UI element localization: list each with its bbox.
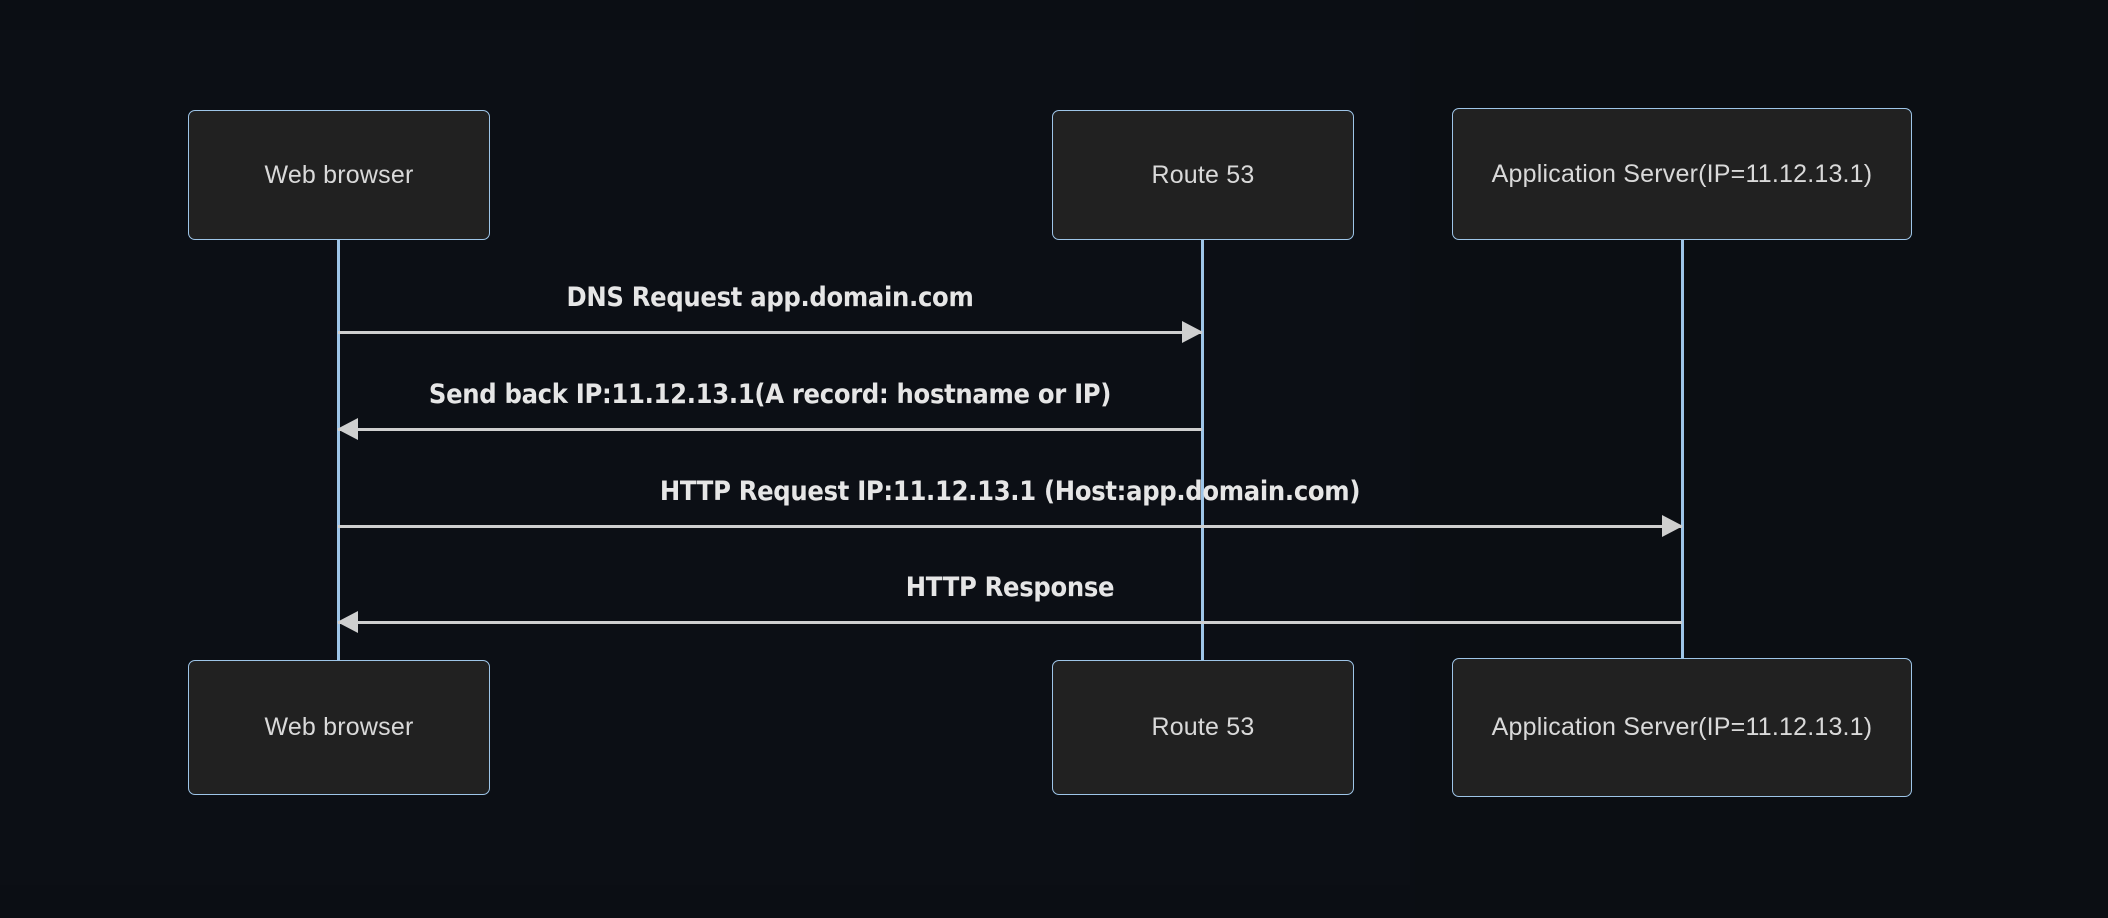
- participant-label-route53-top: Route 53: [1151, 160, 1255, 189]
- arrowhead-left-icon-2: [337, 418, 358, 440]
- participant-label-appserver-bottom: Application Server(IP=11.12.13.1): [1491, 713, 1873, 741]
- message-label-2: Send back IP:11.12.13.1(A record: hostna…: [428, 379, 1112, 410]
- message-label-4: HTTP Response: [905, 572, 1115, 603]
- participant-box-route53-bottom[interactable]: Route 53: [1052, 660, 1354, 795]
- message-label-1: DNS Request app.domain.com: [566, 282, 974, 313]
- participant-label-browser-top: Web browser: [264, 160, 414, 189]
- message-line-4: [338, 621, 1682, 624]
- lifeline-appserver: [1681, 240, 1684, 662]
- message-line-2: [338, 428, 1202, 431]
- participant-box-appserver-top[interactable]: Application Server(IP=11.12.13.1): [1452, 108, 1912, 240]
- participant-label-browser-bottom: Web browser: [264, 713, 414, 741]
- arrowhead-right-icon-3: [1662, 515, 1683, 537]
- message-line-1: [338, 331, 1202, 334]
- lifeline-browser: [337, 240, 340, 662]
- message-label-3: HTTP Request IP:11.12.13.1 (Host:app.dom…: [659, 476, 1361, 507]
- lifeline-route53: [1201, 240, 1204, 662]
- message-line-3: [338, 525, 1682, 528]
- participant-label-appserver-top: Application Server(IP=11.12.13.1): [1491, 159, 1873, 188]
- participant-box-route53-top[interactable]: Route 53: [1052, 110, 1354, 240]
- participant-label-route53-bottom: Route 53: [1151, 713, 1255, 741]
- participant-box-browser-bottom[interactable]: Web browser: [188, 660, 490, 795]
- participant-box-browser-top[interactable]: Web browser: [188, 110, 490, 240]
- participant-box-appserver-bottom[interactable]: Application Server(IP=11.12.13.1): [1452, 658, 1912, 797]
- arrowhead-left-icon-4: [337, 611, 358, 633]
- arrowhead-right-icon-1: [1182, 321, 1203, 343]
